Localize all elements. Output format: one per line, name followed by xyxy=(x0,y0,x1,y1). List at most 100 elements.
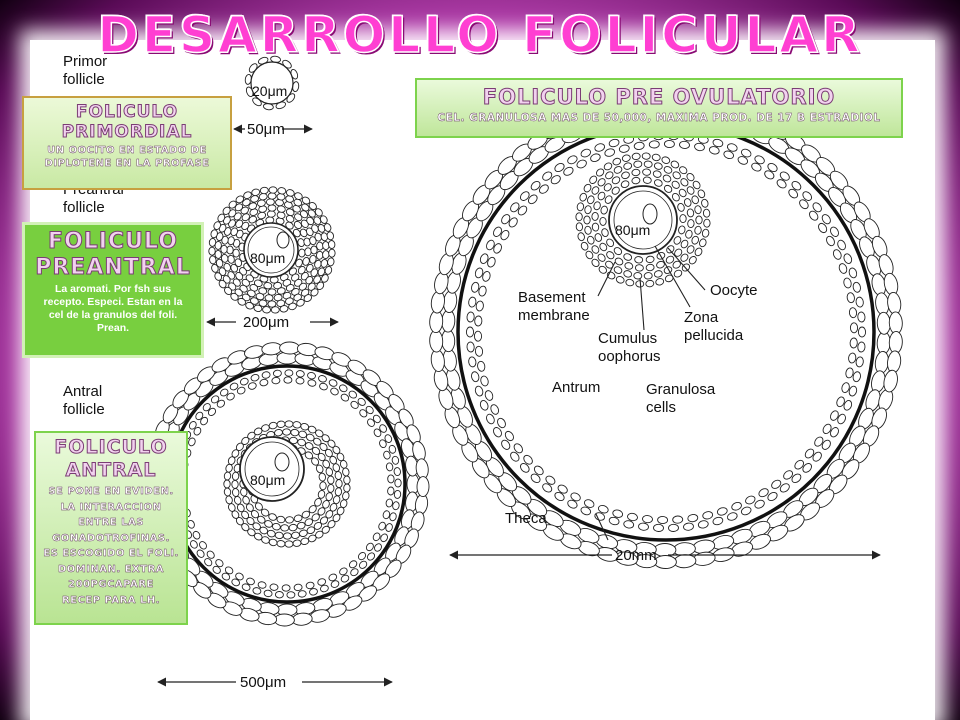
cell xyxy=(263,282,273,290)
size-80um-antral-label: 80μm xyxy=(250,472,285,488)
cell xyxy=(388,444,397,454)
cell xyxy=(280,524,290,532)
antrum-label: Antrum xyxy=(552,379,600,396)
antral-title-2: Antral xyxy=(65,459,157,482)
cell xyxy=(670,160,680,169)
cell xyxy=(357,397,366,406)
cell xyxy=(430,290,445,314)
preantral-desc-4: Prean. xyxy=(96,322,130,334)
cell xyxy=(272,369,282,378)
cell xyxy=(261,371,271,379)
cell xyxy=(651,153,661,162)
cell xyxy=(841,382,850,393)
cell xyxy=(189,540,198,549)
cell xyxy=(606,251,615,260)
cell xyxy=(653,555,677,569)
cell xyxy=(293,220,302,230)
cell xyxy=(379,424,387,433)
cell xyxy=(276,515,286,524)
cell xyxy=(282,532,292,540)
cell xyxy=(242,198,251,207)
cell xyxy=(200,416,209,426)
cell xyxy=(673,269,683,278)
cell xyxy=(367,418,375,427)
cell xyxy=(296,298,305,307)
cell xyxy=(812,202,822,213)
cell xyxy=(308,201,317,211)
cell xyxy=(441,309,456,333)
cell xyxy=(342,467,350,477)
cell xyxy=(221,572,231,581)
cell xyxy=(359,409,368,418)
cell xyxy=(583,215,591,225)
primordial-desc-1: Un oocito en estado de xyxy=(47,145,207,156)
cell xyxy=(274,429,283,437)
preovulatory-info-box: Foliculo pre ovulatorio Cel. Granulosa m… xyxy=(415,78,903,138)
granulosa-cells-label-1: Granulosa xyxy=(646,381,716,398)
oocyte-preovulatory xyxy=(608,185,678,255)
cell xyxy=(542,171,553,181)
antral-desc-6: dominan. Extra xyxy=(57,563,165,575)
cell xyxy=(671,180,680,189)
cell xyxy=(657,515,669,525)
cell xyxy=(545,475,556,485)
cell xyxy=(697,520,709,529)
cell xyxy=(264,294,274,302)
cell xyxy=(267,288,277,296)
cell xyxy=(645,263,655,272)
cell xyxy=(229,382,239,391)
cell xyxy=(219,388,229,397)
cell xyxy=(818,222,828,234)
cell xyxy=(310,268,319,277)
cell xyxy=(210,395,220,404)
cell xyxy=(288,523,298,532)
cell xyxy=(214,249,222,259)
cell xyxy=(310,245,318,255)
cell xyxy=(691,195,699,205)
oocyte-label: Oocyte xyxy=(710,282,758,299)
cell xyxy=(391,455,400,465)
preantral-follicle-label-2: follicle xyxy=(63,199,105,216)
cell xyxy=(334,471,342,480)
cell xyxy=(888,330,903,354)
cell xyxy=(600,205,608,215)
cell xyxy=(187,519,195,529)
cell xyxy=(740,148,752,158)
cell xyxy=(335,479,343,489)
cell xyxy=(239,377,249,386)
cell xyxy=(627,512,638,522)
cell xyxy=(304,247,312,257)
cell xyxy=(848,385,858,397)
cell xyxy=(708,146,720,155)
cell xyxy=(493,243,502,254)
cell xyxy=(686,186,695,195)
cell xyxy=(643,160,653,168)
cell xyxy=(642,168,652,176)
cell xyxy=(268,421,278,430)
cell xyxy=(274,591,284,599)
cell xyxy=(497,417,506,429)
cell xyxy=(688,256,697,265)
cell xyxy=(501,214,511,225)
cell xyxy=(223,479,231,489)
cell xyxy=(530,473,541,484)
cell xyxy=(284,369,294,377)
cell xyxy=(248,215,257,224)
cell xyxy=(322,250,330,260)
cell xyxy=(623,253,633,261)
cell xyxy=(328,573,338,582)
oocyte-preantral xyxy=(243,222,299,278)
cell xyxy=(241,583,251,591)
cell xyxy=(311,457,320,466)
cell xyxy=(855,296,864,308)
cell xyxy=(832,249,842,260)
cell xyxy=(597,504,609,514)
cell xyxy=(809,210,819,221)
cell xyxy=(580,506,592,516)
cell xyxy=(267,300,277,308)
preovulatory-title: Foliculo pre ovulatorio xyxy=(482,85,836,110)
cell xyxy=(837,413,846,425)
cell xyxy=(303,294,312,303)
cell xyxy=(665,255,675,264)
primordial-info-box: Foliculo Primordial Un oocito en estado … xyxy=(22,96,232,190)
